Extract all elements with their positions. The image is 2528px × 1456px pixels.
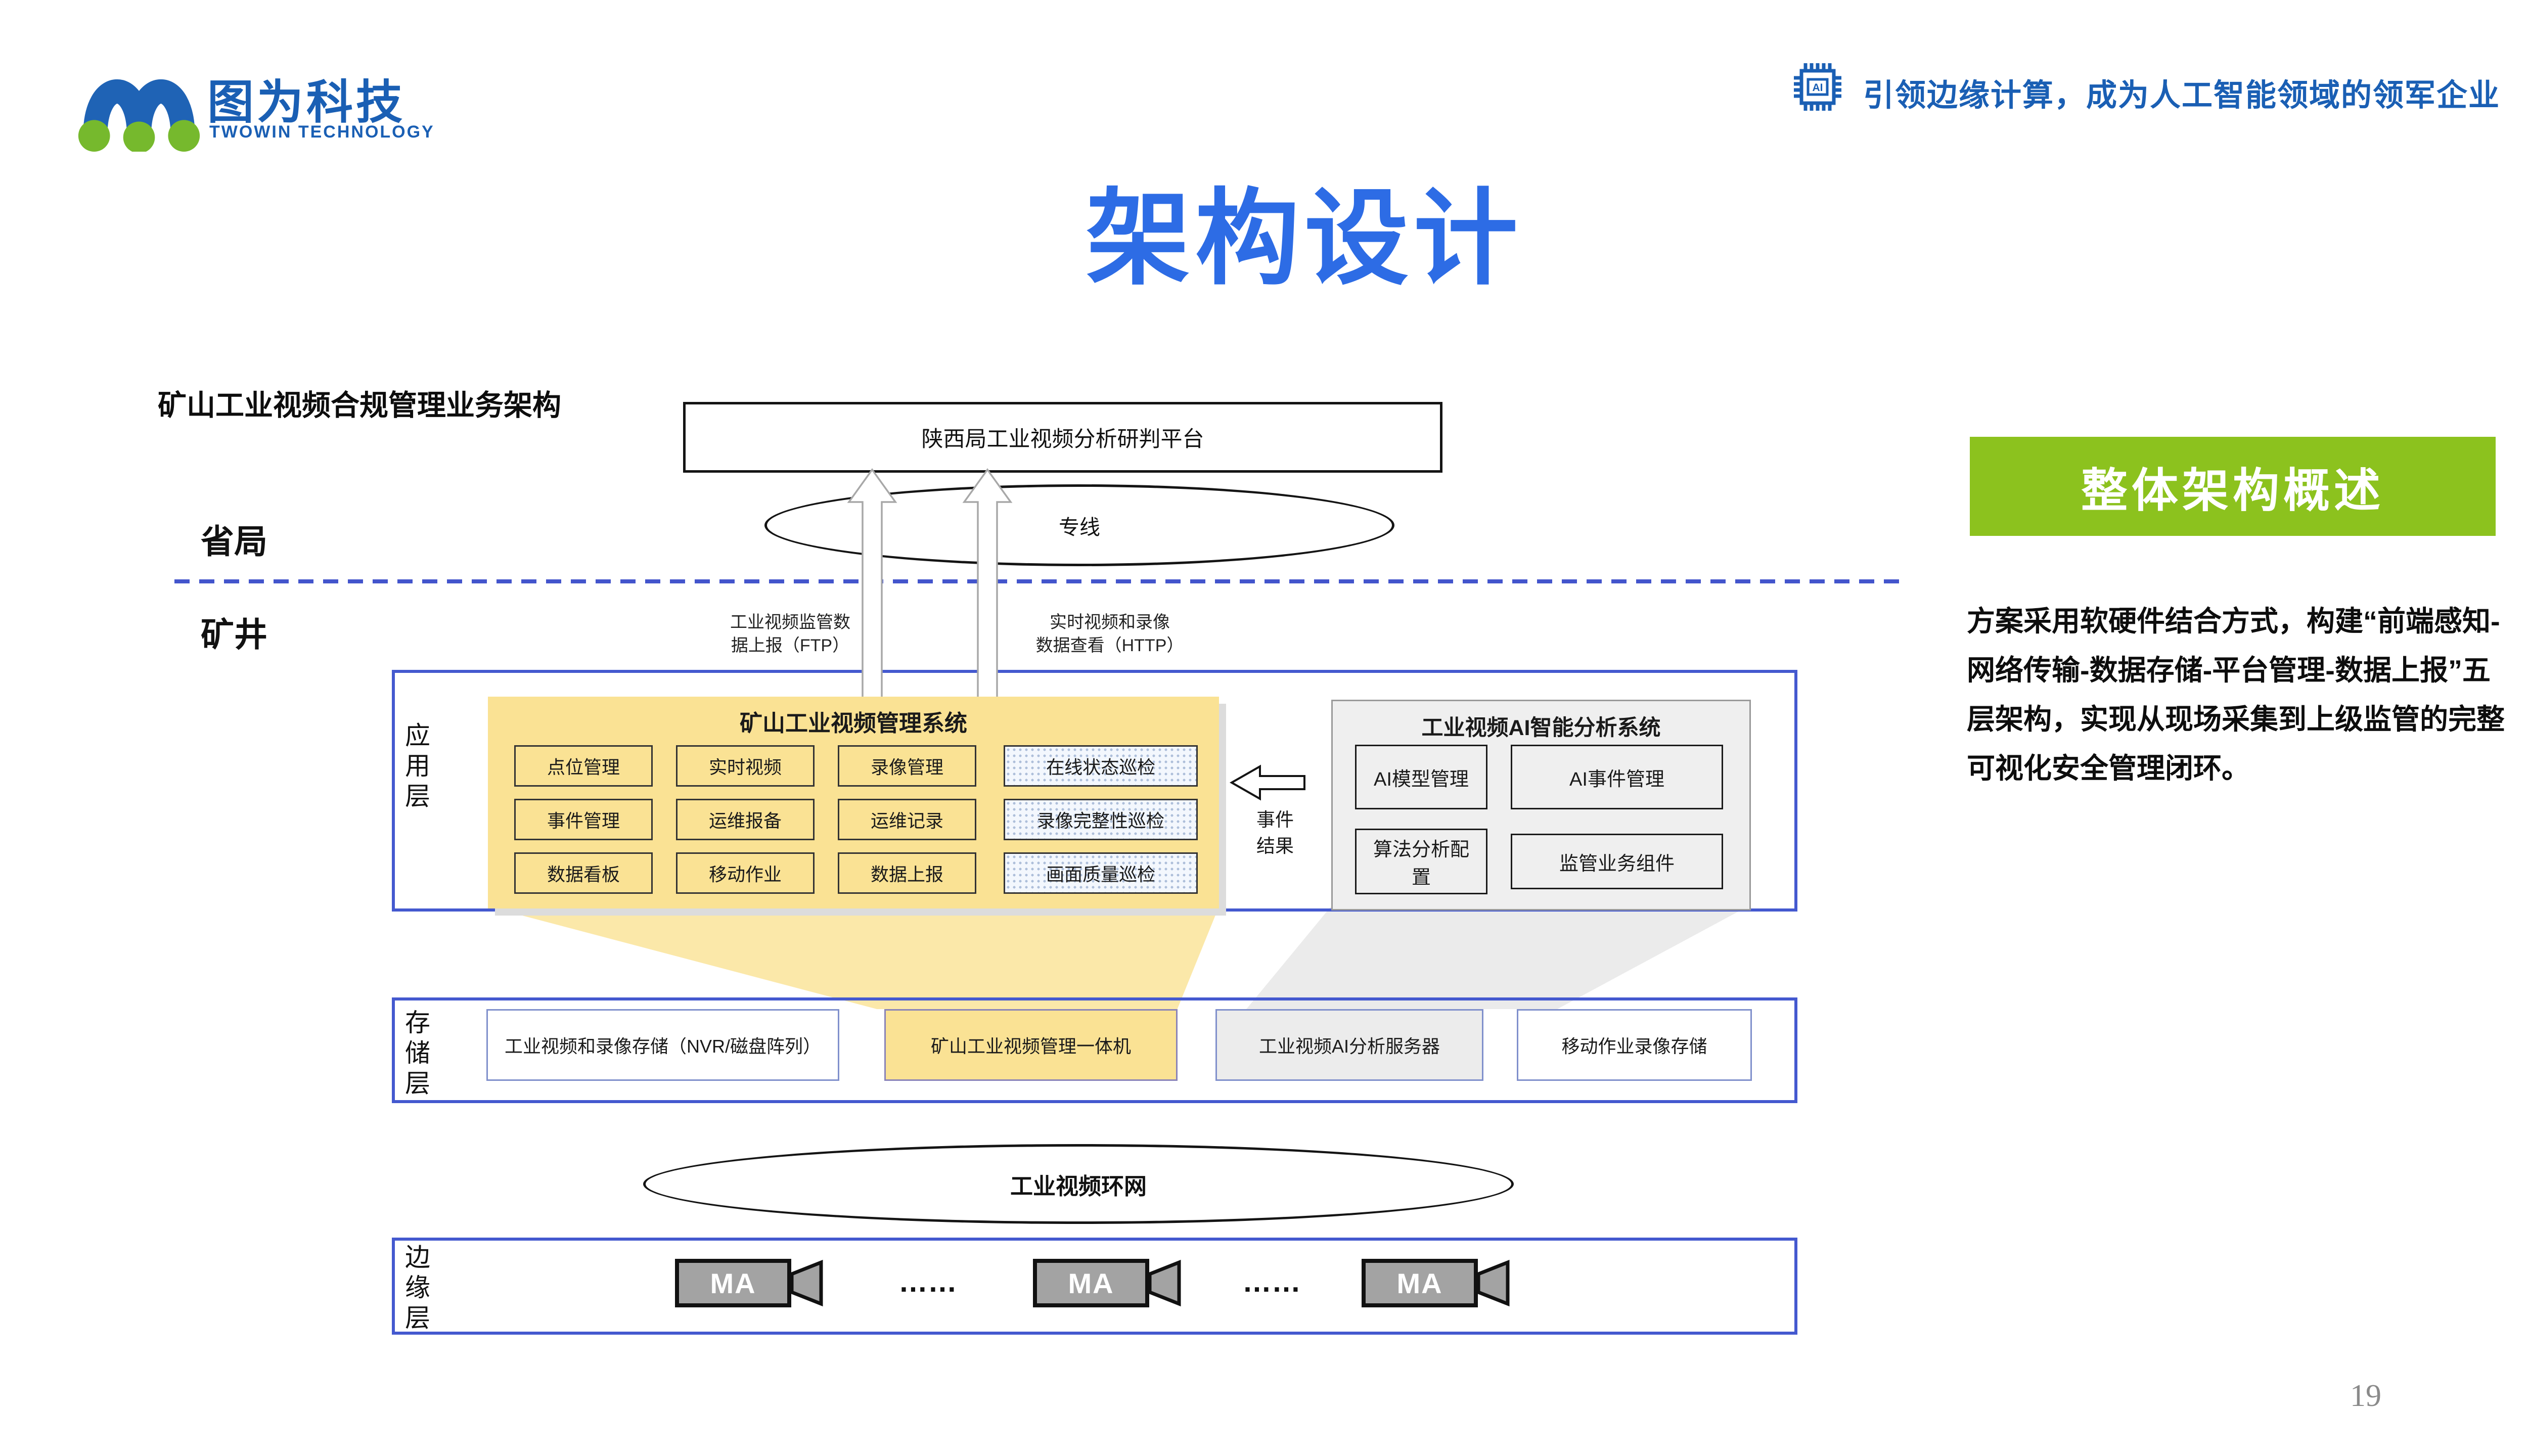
upload-arrows-icon [847,468,1013,700]
ai-chip-icon: AI [1794,63,1841,111]
ai-system-title: 工业视频AI智能分析系统 [1421,716,1661,740]
mgmt-button: 点位管理 [514,745,653,787]
page-title: 架构设计 [1086,180,1523,297]
inspection-button: 在线状态巡检 [1004,745,1198,787]
application-layer-label: 应用层 [401,722,430,813]
camera-label: MA [1396,1267,1443,1299]
camera-body: MA [1362,1259,1478,1307]
edge-layer-label: 边缘层 [401,1244,430,1335]
leased-line-label: 专线 [1059,516,1100,539]
gray-funnel-shape [1246,906,1748,1009]
logo-text: 图为科技 [207,77,406,128]
camera-lens-icon [790,1259,823,1307]
province-platform-box: 陕西局工业视频分析研判平台 [683,402,1442,473]
camera-lens-icon [1148,1259,1181,1307]
mgmt-button: 数据看板 [514,852,653,894]
camera-body: MA [1033,1259,1149,1307]
logo-mark-icon [78,79,200,152]
edge-dots: …… [1242,1265,1301,1298]
storage-box: 工业视频和录像存储（NVR/磁盘阵列） [486,1009,839,1081]
camera-label: MA [710,1267,756,1299]
sidebar-paragraph: 方案采用软硬件结合方式，构建“前端感知-网络传输-数据存储-平台管理-数据上报”… [1967,605,2505,784]
event-result-label: 事件 结果 [1256,809,1294,856]
ftp-link-label: 工业视频监管数 据上报（FTP） [730,613,850,655]
ai-module-box: AI事件管理 [1511,745,1723,809]
mgmt-button: 数据上报 [838,852,976,894]
edge-layer-box [392,1238,1797,1335]
label-mine: 矿井 [201,616,267,653]
camera-lens-icon [1476,1259,1510,1307]
diagram-caption: 矿山工业视频合规管理业务架构 [158,389,561,422]
mgmt-button: 运维报备 [676,799,815,840]
mgmt-button: 录像管理 [838,745,976,787]
edge-dots: …… [898,1265,957,1298]
ai-module-box: 算法分析配置 [1355,829,1487,894]
storage-box: 工业视频AI分析服务器 [1215,1009,1483,1081]
page-number: 19 [2350,1379,2381,1413]
storage-layer-label: 存储层 [401,1009,430,1100]
ai-module-box: 监管业务组件 [1511,834,1723,889]
ai-chip-label: AI [1813,82,1823,94]
camera-icon: MA [1362,1259,1513,1307]
camera-icon: MA [1033,1259,1185,1307]
camera-body: MA [675,1259,791,1307]
storage-box: 移动作业录像存储 [1517,1009,1752,1081]
video-mgmt-panel: 矿山工业视频管理系统 点位管理 实时视频 录像管理 在线状态巡检 事件管理 运维… [488,697,1219,908]
inspection-button: 录像完整性巡检 [1004,799,1198,840]
province-platform-label: 陕西局工业视频分析研判平台 [921,427,1204,451]
mgmt-button: 事件管理 [514,799,653,840]
ring-network-ellipse: 工业视频环网 [643,1144,1514,1224]
application-layer-box [392,670,1797,912]
label-province: 省局 [201,523,267,560]
ai-system-panel: 工业视频AI智能分析系统 AI模型管理 AI事件管理 算法分析配置 监管业务组件 [1331,700,1751,911]
mgmt-button: 运维记录 [838,799,976,840]
camera-label: MA [1068,1267,1114,1299]
storage-layer-box [392,997,1797,1103]
camera-icon: MA [675,1259,827,1307]
header-tagline: 引领边缘计算，成为人工智能领域的领军企业 [1863,79,2501,113]
inspection-button: 画面质量巡检 [1004,852,1198,894]
mgmt-button: 移动作业 [676,852,815,894]
http-link-label: 实时视频和录像 数据查看（HTTP） [1035,613,1184,655]
event-result-arrow-icon [1229,764,1305,801]
storage-box: 矿山工业视频管理一体机 [884,1009,1178,1081]
sidebar-header: 整体架构概述 [1970,437,2496,536]
logo-subtext: TWOWIN TECHNOLOGY [209,122,435,142]
ai-module-box: AI模型管理 [1355,745,1487,809]
mgmt-button: 实时视频 [676,745,815,787]
ring-network-label: 工业视频环网 [1010,1173,1147,1199]
province-mine-divider [174,579,1909,583]
video-mgmt-title: 矿山工业视频管理系统 [739,710,967,736]
yellow-funnel-shape [488,906,1219,1009]
